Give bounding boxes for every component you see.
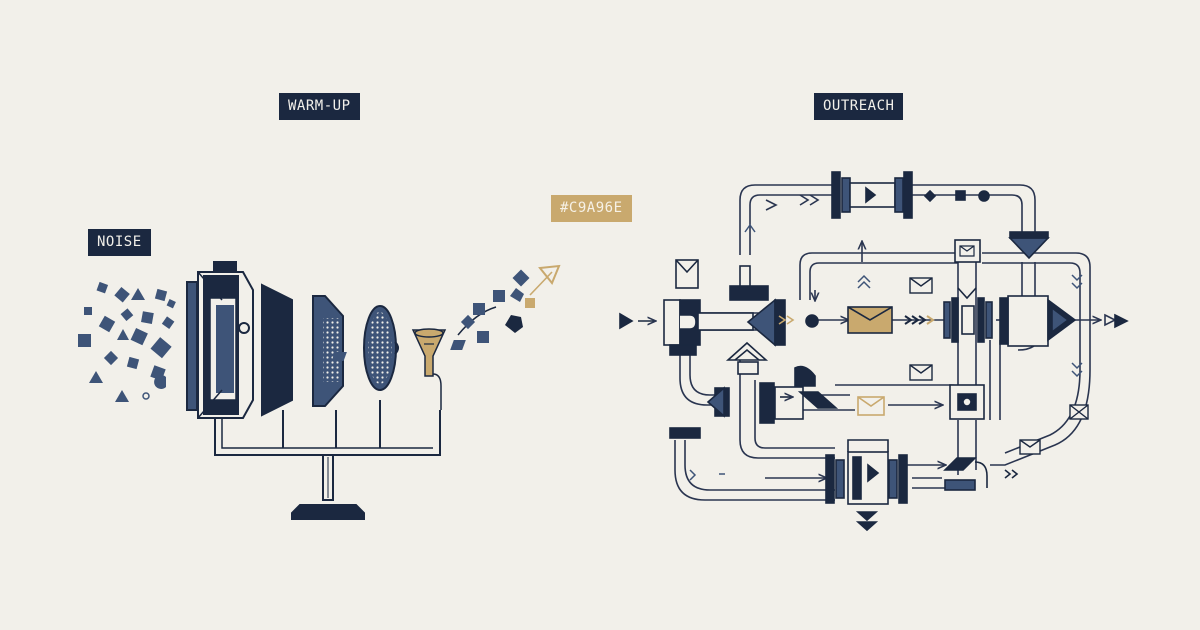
outreach-network [674, 184, 1117, 501]
warmup-machine [186, 261, 447, 520]
envelope-icons [909, 277, 1089, 455]
warmup-label: WARM-UP [279, 93, 360, 120]
noise-particles [78, 281, 176, 402]
flow-chevrons [689, 223, 1083, 481]
sorted-output [331, 264, 561, 361]
outreach-label: OUTREACH [814, 93, 904, 120]
gold-swatch-label: #C9A96E [551, 195, 632, 222]
noise-label: NOISE [88, 229, 151, 256]
outreach-components [619, 171, 1129, 532]
